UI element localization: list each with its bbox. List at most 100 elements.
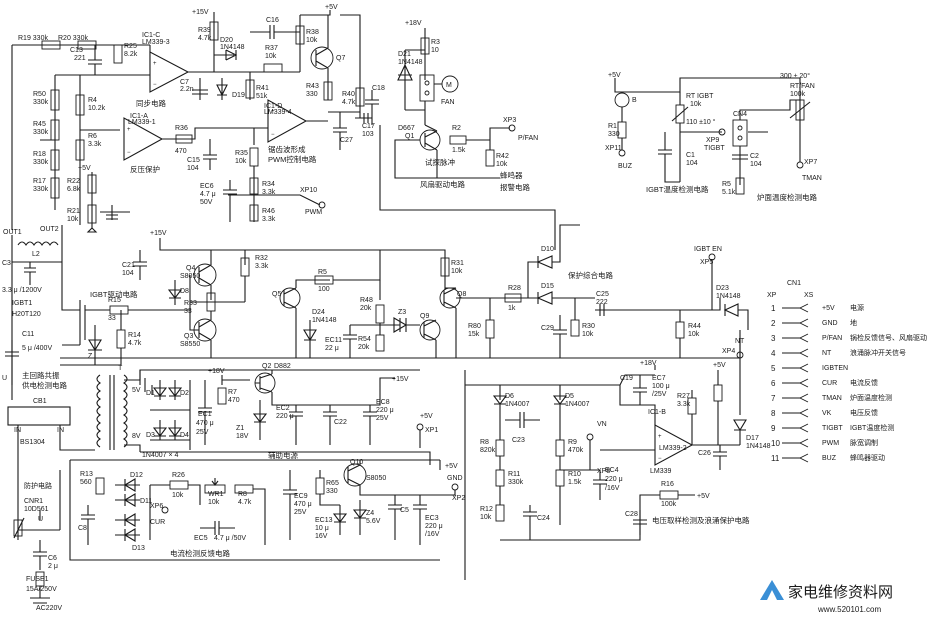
- ec4-label: EC4: [605, 467, 619, 474]
- ic1-a-comparator: + − IC1-A LM339-1 反压保护 R36 470 C15 104 R…: [123, 113, 326, 223]
- ec6-value: 4.7 μ: [200, 191, 216, 198]
- ic1a-part: LM339-1: [128, 119, 156, 126]
- r35-value: 10k: [235, 158, 247, 165]
- r5-label: R5: [722, 181, 731, 188]
- q4-label: Q4: [186, 265, 195, 272]
- r11-label: R11: [508, 471, 520, 478]
- ec8-voltage: 25V: [376, 415, 389, 422]
- r39-value: 4.7k: [198, 35, 212, 42]
- r37-value: 10k: [265, 53, 277, 60]
- cn1-name: CN1: [787, 280, 801, 287]
- r32-label: R32: [255, 255, 268, 262]
- wr1-label: WR1: [208, 491, 224, 498]
- svg-text:U: U: [2, 375, 7, 382]
- ec9-label: EC9: [294, 493, 308, 500]
- ec1-value: 470 μ: [196, 420, 214, 427]
- sync-block-label: 同步电路: [136, 98, 166, 108]
- d15-label: D15: [541, 283, 554, 290]
- r12-label: R12: [480, 506, 493, 513]
- cn1-pin-description: IGBT温度检测: [850, 423, 894, 432]
- svg-text:+: +: [658, 434, 662, 440]
- d6-label: D6: [505, 393, 514, 400]
- r10-value: 1.5k: [568, 479, 582, 486]
- d4-label: D4: [180, 432, 189, 439]
- c2-label: C2: [750, 153, 759, 160]
- cn1-pin-contact: [782, 363, 809, 373]
- r36-label: R36: [175, 125, 188, 132]
- z1-value: 18V: [236, 433, 249, 440]
- c21-label: C21: [122, 262, 135, 269]
- r30-value: 10k: [582, 331, 594, 338]
- q7-label: Q7: [336, 55, 345, 62]
- ic1b-part: LM339-2: [659, 445, 687, 452]
- svg-text:T: T: [118, 365, 123, 372]
- fan-drive-section: +18V R3 10 D21 1N4148 M FAN D667 Q1 R2 1…: [379, 20, 556, 250]
- q3-value: S8550: [180, 341, 200, 348]
- osc-pulse-block: 试探脉冲: [425, 157, 455, 167]
- r10-label: R10: [568, 471, 581, 478]
- cn1-pin-signal: PWM: [822, 440, 839, 447]
- alarm-block: 报警电路: [500, 182, 530, 192]
- cnr1-label: CNR1: [24, 498, 43, 505]
- r42-label: R42: [496, 153, 509, 160]
- r48-value: 20k: [360, 305, 372, 312]
- cn1-pin-signal: TMAN: [822, 395, 842, 402]
- rail-18v-ec7: +18V: [640, 360, 657, 367]
- rt-fan-value: 100k: [790, 91, 806, 98]
- ec7-label: EC7: [652, 375, 666, 382]
- pwm-label: PWM: [305, 209, 322, 216]
- buzzer-ref: B: [632, 97, 637, 104]
- cn1-pin-description: 脉宽调制: [850, 438, 878, 447]
- r8-value: 820k: [480, 447, 496, 454]
- r46-value: 3.3k: [262, 216, 276, 223]
- ic1-d-comparator: + − IC1-D LM339-4 锯齿波形成 PWM控制电路: [240, 99, 328, 164]
- current-fb-block: 电流检测反馈电路: [170, 548, 230, 558]
- d11-label: D11: [140, 498, 152, 505]
- q2-label: Q2: [262, 363, 271, 370]
- cn1-pin-number: 2: [771, 319, 776, 328]
- r6-label: R6: [88, 133, 97, 140]
- pwm-ctrl-block: PWM控制电路: [268, 154, 317, 164]
- cn1-pin-contact: [782, 348, 809, 358]
- rail-5v-label: +5V: [78, 165, 91, 172]
- d667-label: D667: [398, 125, 415, 132]
- cn1-pin-contact: [782, 393, 809, 403]
- r46-label: R46: [262, 208, 275, 215]
- cn1-pin-contact: [782, 423, 809, 433]
- r18-value: 330k: [33, 159, 49, 166]
- fan-drive-block: 风扇驱动电路: [420, 179, 465, 189]
- igbt1-value: H20T120: [12, 311, 41, 318]
- r50-label: R50: [33, 91, 46, 98]
- c13-value: 221: [74, 55, 86, 62]
- c2-value: 104: [750, 161, 762, 168]
- q1-label: Q1: [405, 133, 414, 140]
- c15-label: C15: [187, 157, 200, 164]
- cur-label: CUR: [150, 519, 165, 526]
- z4-label: Z4: [366, 510, 374, 517]
- cb1-label: CB1: [33, 398, 47, 405]
- c6-value: 2 μ: [48, 563, 58, 570]
- pan-temp-block: 炉面温度检测电路: [757, 192, 817, 202]
- q8-label: Q8: [457, 291, 466, 298]
- cn1-pin-contact: [782, 318, 809, 328]
- cn1-pin-signal: P/FAN: [822, 335, 842, 342]
- out1-label: OUT1: [3, 229, 22, 236]
- xp11-label: XP11: [605, 145, 622, 152]
- r40-value: 4.7k: [342, 99, 356, 106]
- r54-label: R54: [358, 336, 371, 343]
- r65-value: 330: [326, 488, 338, 495]
- r65-label: R65: [326, 480, 339, 487]
- r44-value: 10k: [688, 331, 700, 338]
- c21-value: 104: [122, 270, 134, 277]
- c27-label: C27: [340, 137, 353, 144]
- c29-label: C29: [541, 325, 554, 332]
- r5b-value: 100: [318, 286, 330, 293]
- vn-label: VN: [597, 421, 607, 428]
- cn1-pin-contact: [782, 378, 809, 388]
- q5-label: Q5: [272, 291, 281, 298]
- xp9-label: XP9: [706, 137, 719, 144]
- wr1-value: 10k: [208, 499, 220, 506]
- r3-value: 10: [431, 47, 439, 54]
